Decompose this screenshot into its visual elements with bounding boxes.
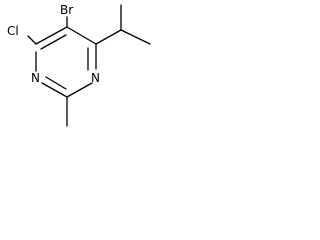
bond-c2-n3-double — [45, 76, 67, 90]
bonds — [27, 4, 151, 127]
bond-n1-c2 — [66, 82, 93, 98]
atom-label-chlorine: Cl — [7, 24, 19, 38]
bond-c4-c5 — [35, 26, 68, 45]
atom-labels: Br Cl N N — [7, 3, 100, 85]
bond-isopropyl-methyl-right — [120, 29, 151, 45]
bond-c4-c5-double — [40, 34, 67, 50]
atom-label-nitrogen-right: N — [91, 71, 100, 85]
atom-label-bromine: Br — [60, 3, 73, 17]
atom-label-nitrogen-left: N — [31, 71, 40, 85]
bond-c5-c6 — [66, 26, 97, 45]
molecule-structure: Br Cl N N — [7, 3, 151, 127]
bond-c6-isopropyl — [95, 29, 122, 45]
bond-c4-cl — [27, 35, 37, 45]
bond-c2-n3 — [41, 82, 68, 98]
